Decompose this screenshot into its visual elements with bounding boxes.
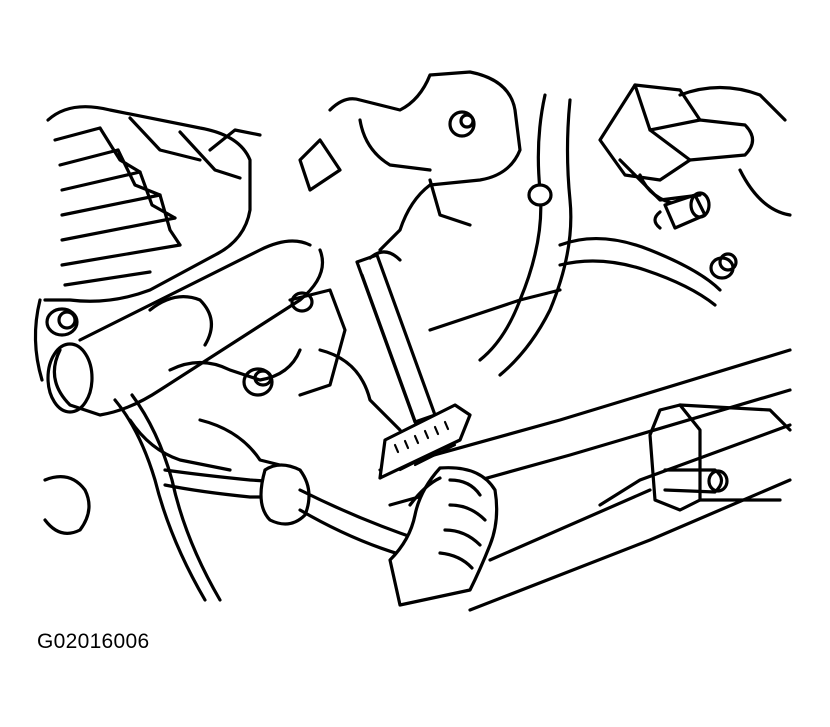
- lower-engine-parts: [128, 288, 402, 472]
- measuring-gauge: [355, 250, 472, 480]
- bolt-left: [45, 307, 79, 337]
- figure-id-label: G02016006: [37, 630, 150, 653]
- hand: [388, 466, 499, 607]
- lower-harness: [163, 463, 462, 562]
- center-hose: [478, 93, 573, 377]
- left-cable: [113, 393, 222, 602]
- engine-casting: [298, 70, 522, 252]
- right-cable: [428, 237, 722, 332]
- exhaust-pipe: [46, 239, 325, 417]
- bottom-left-mount: [43, 475, 91, 535]
- lower-right-bracket: [648, 403, 792, 512]
- bolt-right: [709, 252, 738, 280]
- transmission-pan: [33, 105, 262, 382]
- bolt-upper-right: [653, 191, 711, 230]
- upper-right-bracket: [598, 83, 792, 217]
